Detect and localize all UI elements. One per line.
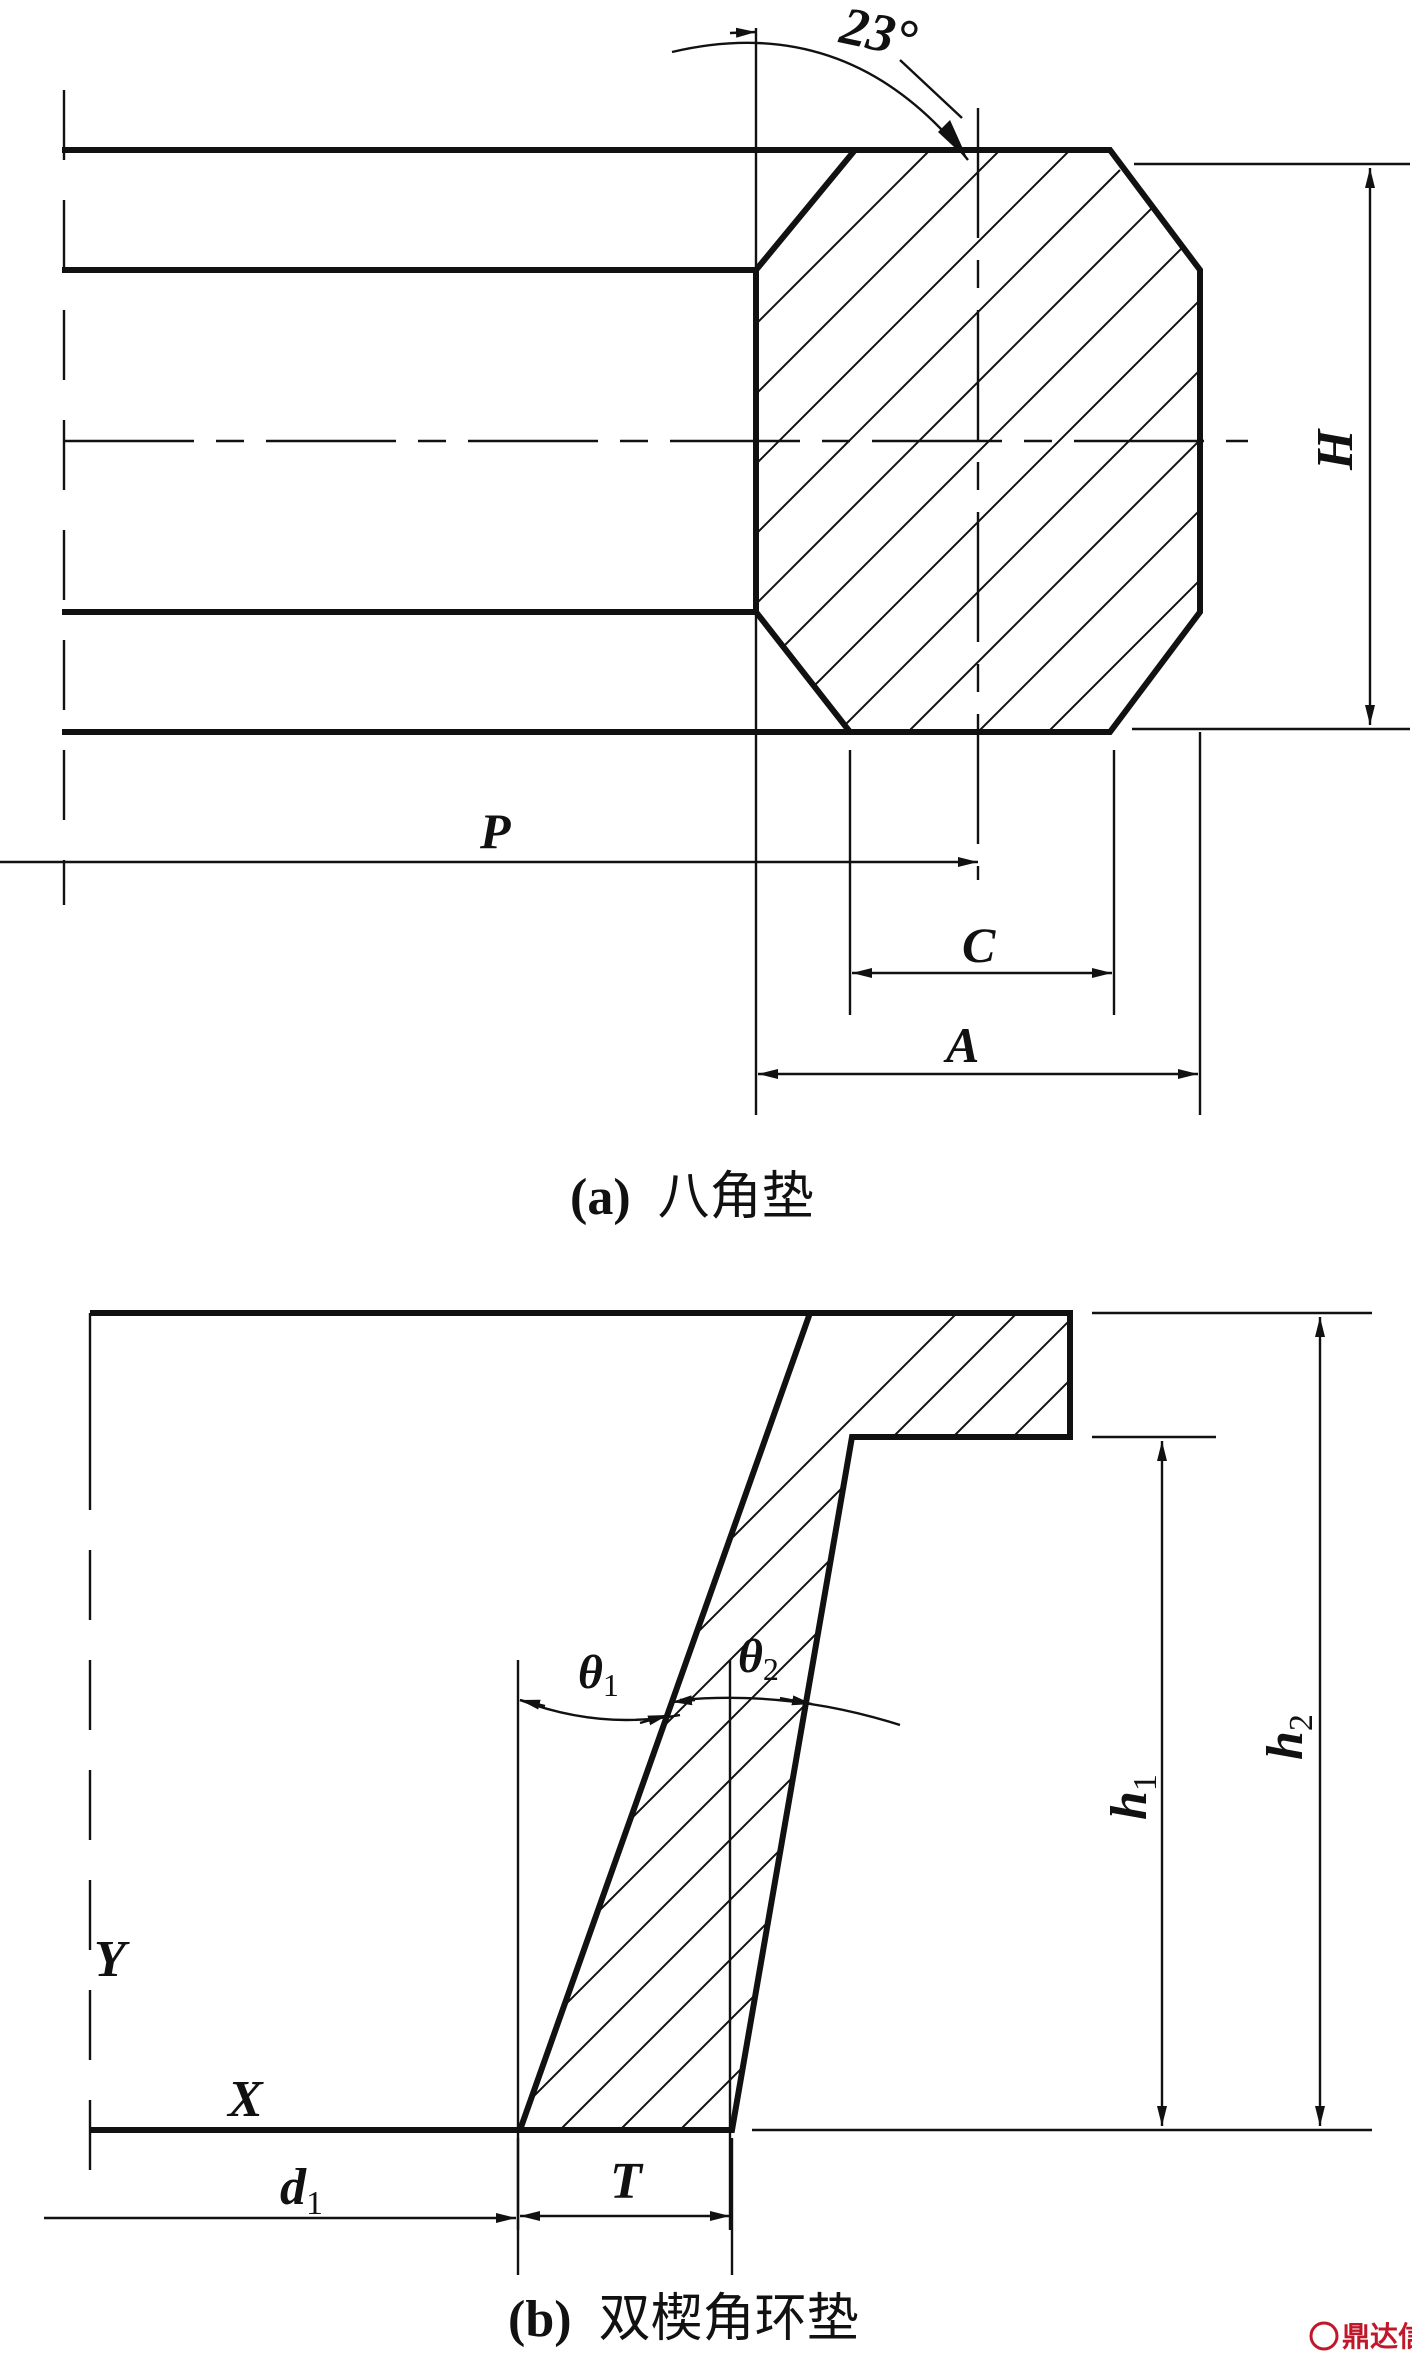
- angle-arc-23: [671, 41, 969, 161]
- angle-leader: [899, 59, 963, 119]
- label-c: C: [962, 917, 996, 973]
- figure-b-double-wedge-ring-gasket: θ1 θ2 h1 h2 Y X d1 T (b) 双楔角环垫: [44, 1310, 1372, 2348]
- ring-hatching: [520, 1313, 1070, 2130]
- label-angle-23: 23°: [835, 0, 923, 70]
- theta1-arc: [519, 1698, 681, 1722]
- label-theta2: θ2: [738, 1630, 779, 1687]
- caption-a-text: 八角垫: [658, 1169, 814, 1226]
- theta2-arc: [679, 1696, 901, 1727]
- octagon-hatching: [756, 150, 1200, 732]
- caption-a: (a) 八角垫: [570, 1169, 814, 1226]
- watermark: 鼎达信: [1309, 2320, 1412, 2353]
- angle-arrow-left: [729, 27, 757, 38]
- label-x: X: [226, 2071, 264, 2128]
- angle-arrow-right: [938, 120, 968, 160]
- theta1-arrow-left: [519, 1698, 546, 1710]
- theta1-arrow-right: [639, 1713, 669, 1726]
- figure-a-octagonal-gasket: H P C A 23° (a) 八角垫: [0, 0, 1410, 1226]
- caption-a-letter: (a): [570, 1169, 631, 1226]
- label-h1: h1: [1101, 1774, 1164, 1820]
- theta2-arrow-left: [671, 1695, 696, 1706]
- label-d1: d1: [280, 2159, 323, 2222]
- caption-b: (b) 双楔角环垫: [508, 2291, 859, 2348]
- watermark-text: 鼎达信: [1342, 2320, 1412, 2353]
- label-h: H: [1307, 428, 1364, 471]
- watermark-logo-icon: [1309, 2321, 1339, 2351]
- caption-b-text: 双楔角环垫: [599, 2291, 859, 2348]
- caption-b-letter: (b): [508, 2291, 572, 2348]
- ring-outline: [90, 1310, 1073, 2133]
- label-p: P: [479, 803, 511, 859]
- label-h2: h2: [1257, 1714, 1320, 1760]
- label-a: A: [943, 1017, 979, 1073]
- theta2-arrow-right: [779, 1695, 813, 1706]
- ring-inner-wedge-line: [517, 1311, 813, 2132]
- label-y: Y: [94, 1931, 130, 1988]
- label-theta1: θ1: [578, 1646, 619, 1703]
- label-t: T: [610, 2153, 644, 2210]
